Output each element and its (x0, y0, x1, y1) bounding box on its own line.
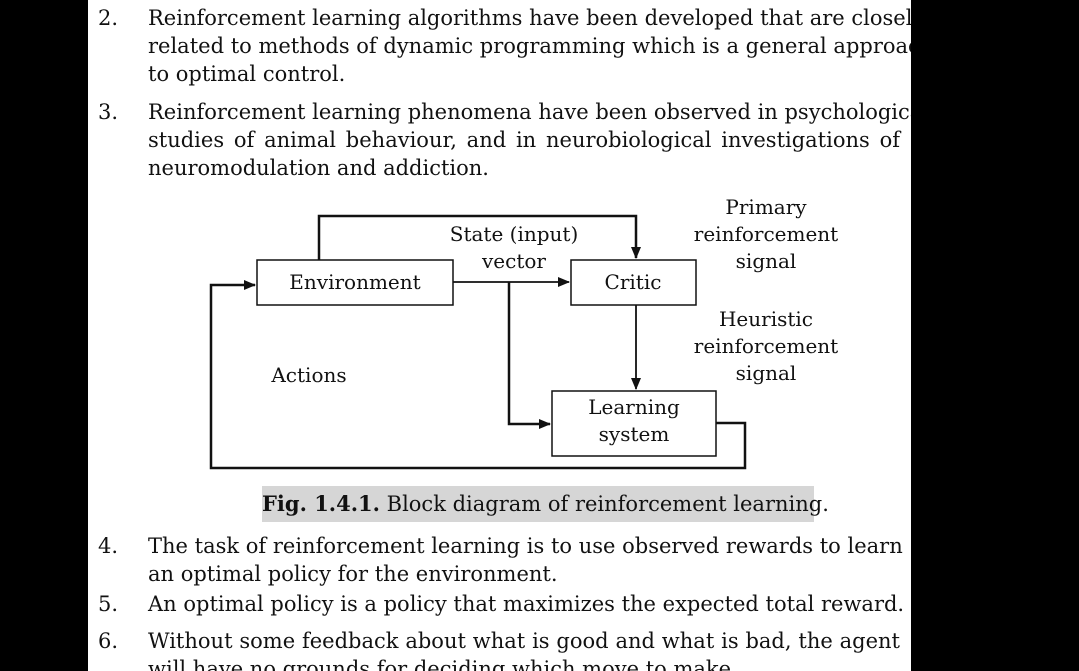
list-item-number: 6. (98, 629, 119, 653)
critic-label: Critic (605, 270, 662, 294)
environment-label: Environment (289, 270, 420, 294)
critic-box (570, 259, 697, 306)
state-vector-label-line2: vector (481, 249, 546, 273)
heuristic-signal-label-line3: signal (736, 361, 797, 385)
list-item-number: 2. (98, 6, 119, 30)
text-line: Reinforcement learning algorithms have b… (148, 6, 913, 30)
text-line: to optimal control. (148, 62, 346, 86)
text-line: an optimal policy for the environment. (148, 562, 558, 586)
figure-caption-label: Fig. 1.4.1. (262, 491, 380, 516)
list-item-text: Reinforcement learning phenomena have be… (148, 98, 913, 182)
list-item-text: Without some feedback about what is good… (148, 627, 900, 671)
primary-signal-label-line3: signal (736, 249, 797, 273)
primary-signal-label-line1: Primary (725, 195, 807, 219)
figure-caption-text: Block diagram of reinforcement learning. (379, 492, 829, 516)
list-item-text: An optimal policy is a policy that maxim… (148, 590, 905, 618)
list-item-text: The task of reinforcement learning is to… (148, 532, 903, 588)
learning-system-label-line2: system (599, 422, 670, 446)
primary-signal-label-line2: reinforcement (694, 222, 838, 246)
actions-label: Actions (270, 363, 346, 387)
text-line: neuromodulation and addiction. (148, 156, 489, 180)
list-item-number: 3. (98, 100, 119, 124)
block-diagram-svg: Environment Critic Learning system State… (209, 195, 838, 470)
text-line: Without some feedback about what is good… (148, 629, 900, 653)
list-item-number: 5. (98, 592, 119, 616)
text-line: studies of animal behaviour, and in neur… (148, 128, 900, 152)
list-item-text: Reinforcement learning algorithms have b… (148, 4, 913, 88)
heuristic-signal-label-line2: reinforcement (694, 334, 838, 358)
list-item-number: 4. (98, 534, 119, 558)
learning-system-label-line1: Learning (588, 395, 680, 419)
document-page: 2. Reinforcement learning algorithms hav… (86, 0, 913, 671)
heuristic-signal-label-line1: Heuristic (719, 307, 813, 331)
text-line: An optimal policy is a policy that maxim… (148, 592, 905, 616)
primary-reinforcement-arrow (317, 214, 641, 260)
figure-caption: Fig. 1.4.1. Block diagram of reinforceme… (262, 486, 829, 522)
state-to-learning-arrow (507, 282, 551, 429)
state-vector-label-line1: State (input) (450, 222, 579, 246)
text-line: related to methods of dynamic programmin… (148, 34, 913, 58)
text-line: The task of reinforcement learning is to… (148, 534, 903, 558)
text-line: will have no grounds for deciding which … (148, 657, 738, 671)
block-diagram: Environment Critic Learning system State… (88, 190, 911, 480)
actions-arrow (209, 280, 747, 470)
text-line: Reinforcement learning phenomena have be… (148, 100, 913, 124)
